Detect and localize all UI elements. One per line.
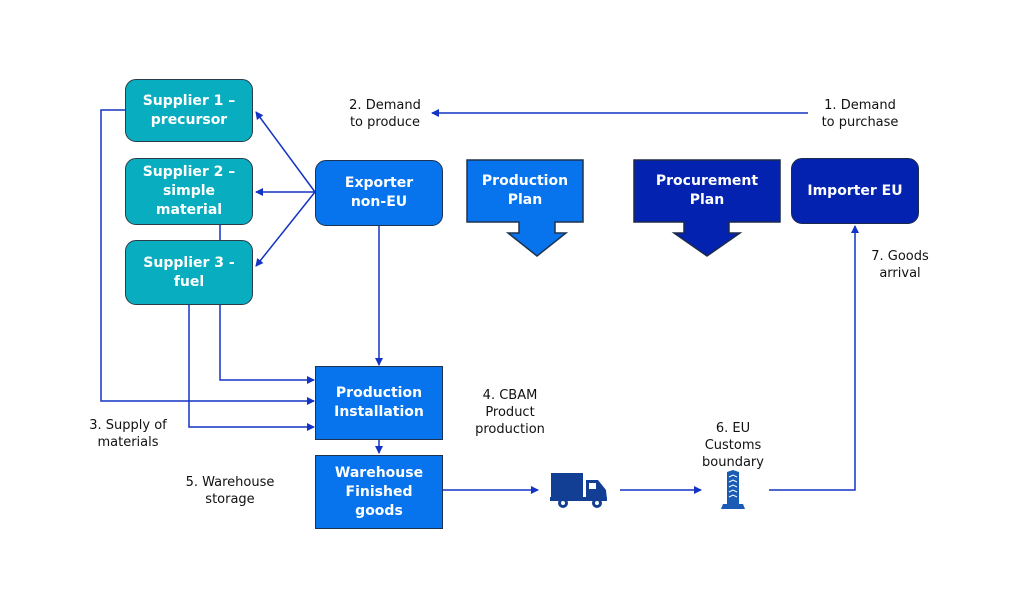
- arrow-supplier3-installation-a: [219, 305, 315, 384]
- procurement-plan-node: Procurement Plan: [655, 173, 759, 208]
- step-4-label: 4. CBAM Product production: [475, 388, 545, 437]
- supplier-1-node: Supplier 1 – precursor: [125, 79, 253, 142]
- arrow-supplier3-installation-b: [188, 305, 315, 431]
- customs-tower-icon: [721, 470, 745, 509]
- arrow-exporter-supplier3: [255, 191, 316, 267]
- supplier-3-node: Supplier 3 - fuel: [125, 240, 253, 305]
- step-7-label: 7. Goods arrival: [871, 249, 929, 281]
- importer-node: Importer EU: [791, 158, 919, 224]
- step-3-label: 3. Supply of materials: [89, 418, 167, 450]
- truck-icon: [550, 473, 607, 508]
- step-1-label: 1. Demand to purchase: [821, 98, 899, 130]
- warehouse-node: Warehouse Finished goods: [315, 455, 443, 529]
- supplier-2-node: Supplier 2 – simple material: [125, 158, 253, 225]
- production-plan-node: Production Plan: [481, 173, 569, 208]
- procurement-plan-shape: [633, 159, 781, 257]
- step-2-label: 2. Demand to produce: [349, 98, 421, 130]
- exporter-node: Exporter non-EU: [315, 160, 443, 226]
- arrow-exporter-supplier1: [255, 111, 316, 193]
- arrow-supplier1-installation: [100, 109, 315, 405]
- production-plan-shape: [466, 159, 584, 257]
- step-6-label: 6. EU Customs boundary: [702, 421, 764, 470]
- step-5-label: 5. Warehouse storage: [185, 475, 275, 507]
- production-installation-node: Production Installation: [315, 366, 443, 440]
- arrow-customs-importer: [769, 225, 859, 491]
